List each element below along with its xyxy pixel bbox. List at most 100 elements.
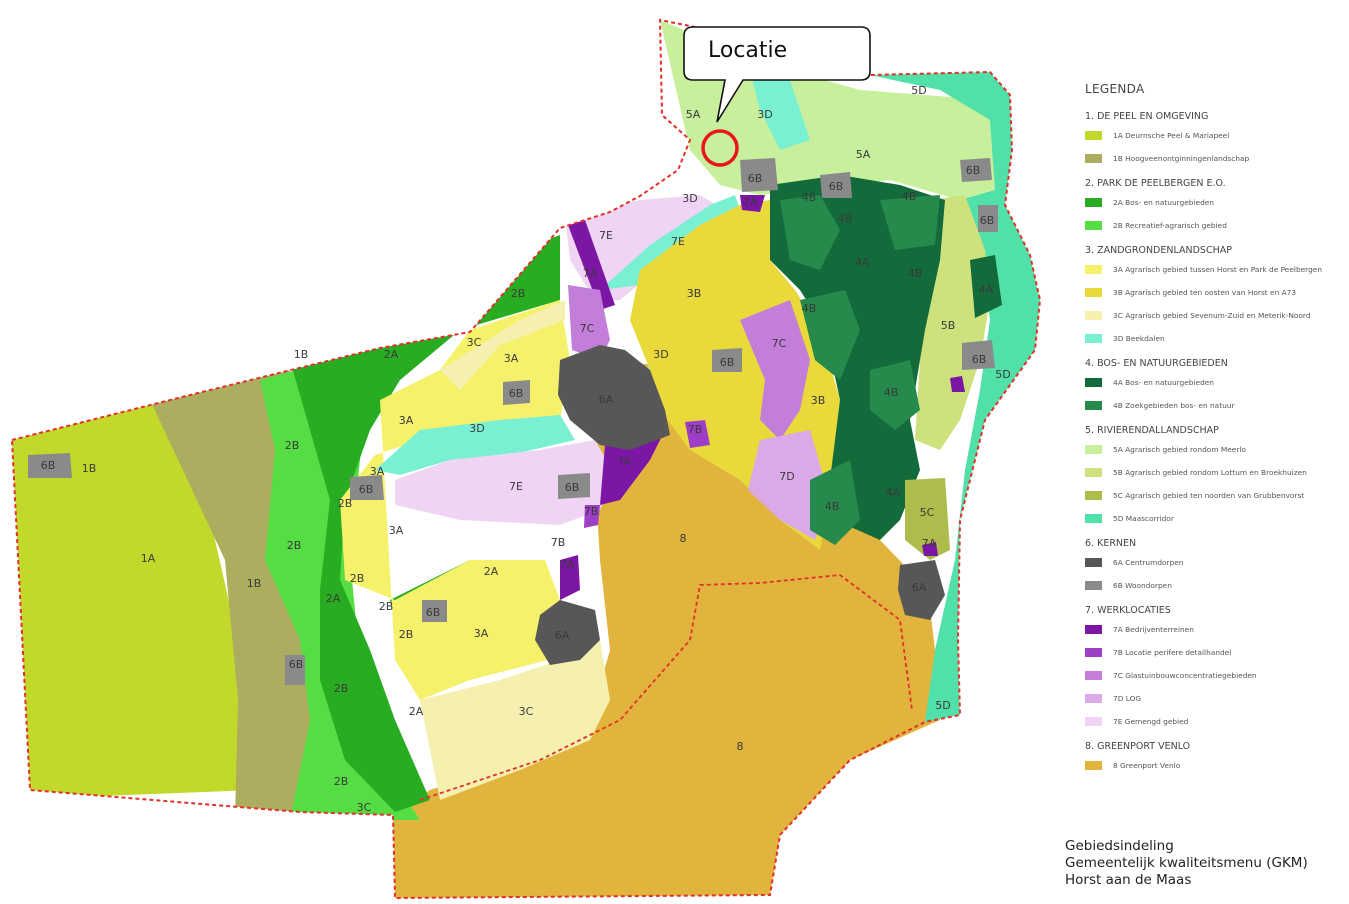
legend-item-2b: 2B Recreatief-agrarisch gebied [1085,214,1347,237]
zone-7c-west [568,285,610,360]
zone-label: 1B [82,462,97,475]
zone-label: 4A [855,256,870,269]
zone-label: 3A [474,627,489,640]
zone-7b-small [685,420,710,448]
legend-swatch [1085,401,1102,410]
zone-label: 7A [743,196,758,209]
zone-label: 7C [772,337,787,350]
zone-4b-a [780,195,840,270]
zone-label: 6B [829,180,844,193]
zone-label: 3D [653,348,668,361]
legend-swatch [1085,717,1102,726]
legend-swatch [1085,154,1102,163]
zone-7a-central [600,430,665,505]
zone-label: 2B [399,628,414,641]
legend-swatch [1085,514,1102,523]
zone-label: 7A [560,558,575,571]
location-callout [683,26,871,123]
legend-item-label: 4A Bos- en natuurgebieden [1113,378,1214,387]
legend-item-3b: 3B Agrarisch gebied ten oosten van Horst… [1085,281,1347,304]
legend-swatch [1085,625,1102,634]
legend-group-title: 6. KERNEN [1085,538,1137,549]
zone-label: 3A [370,465,385,478]
zone-label: 5D [911,84,926,97]
legend-item-6b: 6B Woondorpen [1085,574,1347,597]
zone-label: 2A [384,348,399,361]
legend-swatch [1085,445,1102,454]
zone-label: 7B [551,536,566,549]
zone-label: 6B [972,353,987,366]
zone-label: 3D [469,422,484,435]
legend-item-label: 6B Woondorpen [1113,581,1172,590]
legend-group-title: 2. PARK DE PEELBERGEN E.O. [1085,178,1226,189]
zone-6b-11 [422,600,447,622]
zone-label: 6A [555,629,570,642]
zone-label: 7B [584,505,599,518]
zone-6b-5 [962,340,995,370]
caption-line: Gebiedsindeling [1065,838,1174,854]
legend-group-title: 1. DE PEEL EN OMGEVING [1085,111,1209,122]
zone-label: 3C [519,705,534,718]
zone-6b-9 [350,475,384,500]
legend-item-label: 7E Gemengd gebied [1113,717,1189,726]
zone-label: 1A [141,552,156,565]
zone-1b [150,370,330,820]
zone-label: 3D [757,108,772,121]
zone-label: 4B [884,386,899,399]
legend-swatch [1085,265,1102,274]
zone-4b-b [800,290,860,380]
legend-swatch [1085,221,1102,230]
zone-label: 1B [294,348,309,361]
legend-swatch [1085,198,1102,207]
zone-label: 6B [720,356,735,369]
zone-label: 6B [980,214,995,227]
zone-label: 5B [941,319,956,332]
zone-7e-north [565,195,725,300]
zone-label: 7B [688,423,703,436]
zone-label: 5D [935,699,950,712]
legend-swatch [1085,761,1102,770]
legend-item-3d: 3D Beekdalen [1085,327,1347,350]
legend-swatch [1085,334,1102,343]
legend-item-label: 5A Agrarisch gebied rondom Meerlo [1113,445,1246,454]
zone-label: 6B [41,459,56,472]
legend-item-label: 7D LOG [1113,694,1142,703]
zone-label: 7E [671,235,685,248]
zone-4b-e [880,195,940,250]
callout-bubble [683,26,871,123]
zone-4b-d [810,460,860,545]
zone-6b-1 [740,158,778,192]
zone-7a-east [950,376,965,392]
zone-label: 6B [748,172,763,185]
legend-group-title: 8. GREENPORT VENLO [1085,741,1191,752]
legend-item-4b: 4B Zoekgebieden bos- en natuur [1085,394,1347,417]
legend-swatch [1085,491,1102,500]
zone-6b-10 [28,453,72,478]
caption-line: Gemeentelijk kwaliteitsmenu (GKM) [1065,855,1308,871]
location-marker[interactable] [701,129,739,167]
legend-item-label: 2B Recreatief-agrarisch gebied [1113,221,1227,230]
zone-label: 6A [912,581,927,594]
zone-label: 7A [583,267,598,280]
zone-7d [748,430,830,540]
zone-label: 2B [287,539,302,552]
legend-swatch [1085,288,1102,297]
legend-item-5d: 5D Maascorridor [1085,507,1347,530]
zone-6b-12 [285,655,305,685]
legend-item-label: 7A Bedrijventerreinen [1113,625,1194,634]
zone-3c-upper [440,300,565,390]
zone-label: 2B [379,600,394,613]
zone-6a-grubbenvorst [898,560,945,620]
zone-6b-8 [558,473,590,499]
zone-label: 7E [599,229,613,242]
zone-6b-2 [820,172,852,198]
legend-swatch [1085,468,1102,477]
zone-label: 6A [599,393,614,406]
legend-item-1b: 1B Hoogveenontginningenlandschap [1085,147,1347,170]
legend-item-3a: 3A Agrarisch gebied tussen Horst en Park… [1085,258,1347,281]
callout-label: Locatie [708,38,788,63]
zone-label: 7D [779,470,794,483]
legend-swatch [1085,311,1102,320]
zone-label: 5A [856,148,871,161]
